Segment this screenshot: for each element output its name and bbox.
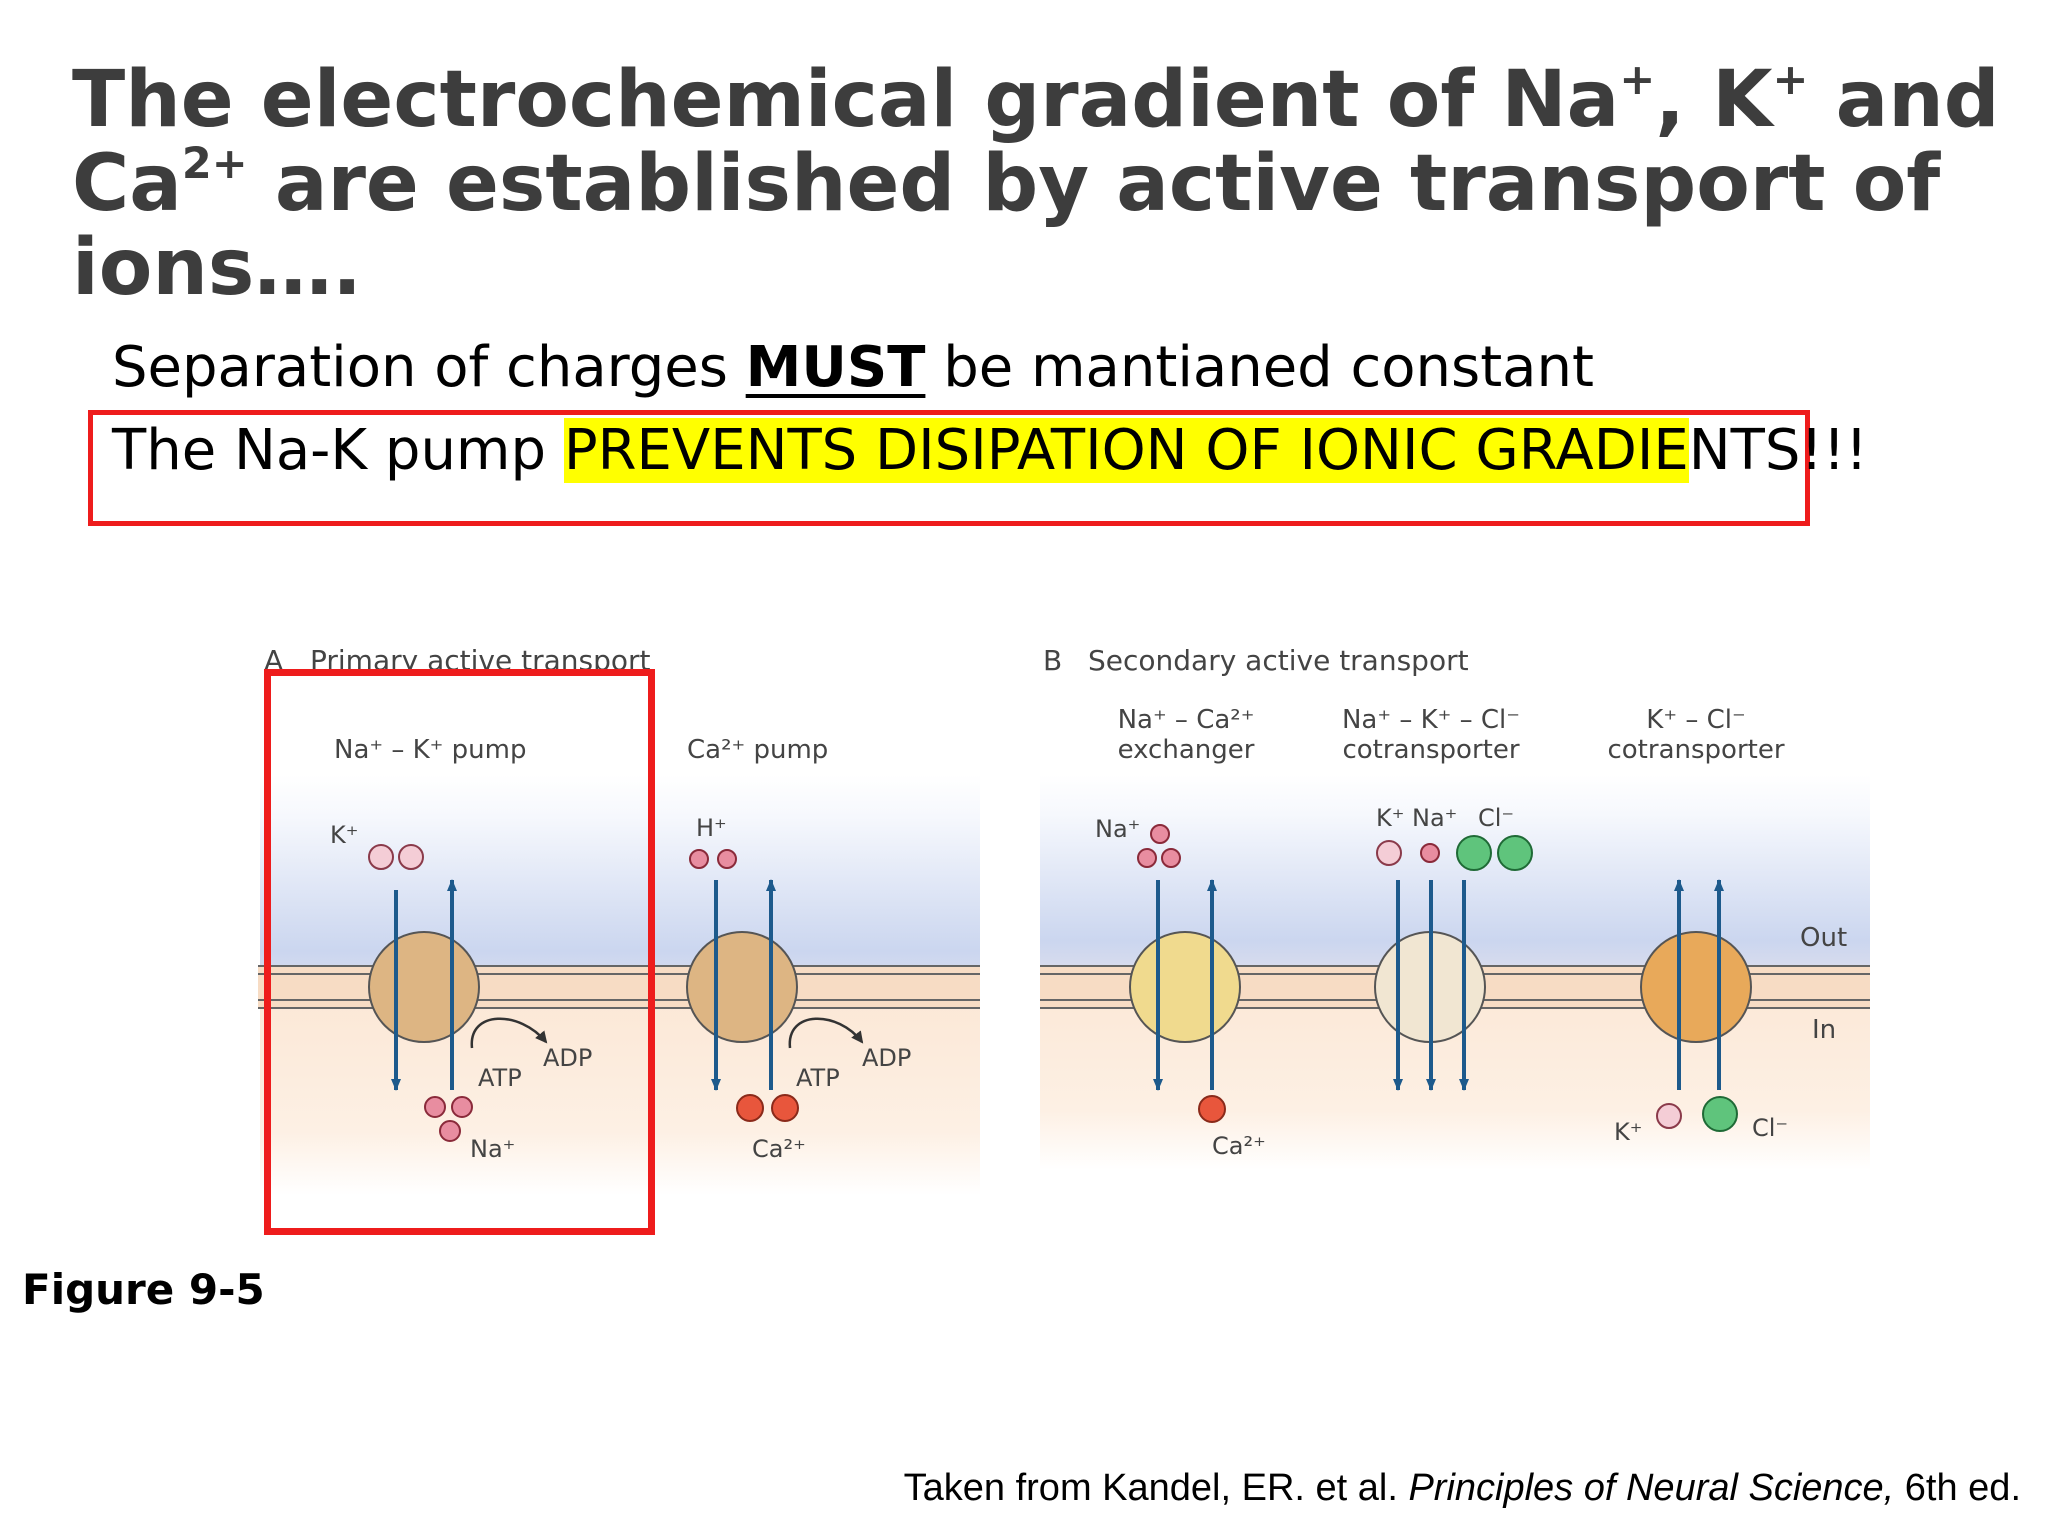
nak-adp-label: ADP — [543, 1044, 592, 1072]
na-ion — [1420, 843, 1440, 863]
book-title: Principles of Neural Science, — [1408, 1467, 1895, 1509]
k-ion — [1656, 1103, 1682, 1129]
ca-pump-protein — [686, 931, 798, 1043]
panel-b-title: Secondary active transport — [1088, 644, 1469, 677]
nkcc-k-ion-label: K⁺ — [1376, 804, 1404, 832]
exchanger-label-line2: exchanger — [1118, 735, 1255, 765]
exchanger-label-line1: Na⁺ – Ca²⁺ — [1118, 705, 1255, 735]
slide-title: The electrochemical gradient of Na+, K+ … — [72, 54, 2000, 313]
kcc-k-ion-label: K⁺ — [1614, 1118, 1642, 1146]
cl-ion — [1702, 1096, 1738, 1132]
na-ion — [451, 1096, 473, 1118]
ca-pump-ca-ion-label: Ca²⁺ — [752, 1135, 806, 1163]
cl-ion — [1497, 835, 1533, 871]
kcc-label-line1: K⁺ – Cl⁻ — [1646, 705, 1745, 735]
ca-ion — [771, 1094, 799, 1122]
h-ion — [717, 849, 737, 869]
must-emphasis: MUST — [745, 335, 926, 400]
k-ion — [398, 844, 424, 870]
ca-ion — [1198, 1095, 1226, 1123]
nkcc-label-line2: cotransporter — [1342, 735, 1519, 765]
na-ion — [439, 1120, 461, 1142]
in-label: In — [1812, 1015, 1836, 1045]
na-ion — [1161, 848, 1181, 868]
statement-highlight-box — [88, 410, 1810, 526]
na-ion — [1150, 824, 1170, 844]
ca-pump-h-ion-label: H⁺ — [696, 814, 727, 842]
ca-pump-label: Ca²⁺ pump — [687, 735, 828, 765]
citation: Taken from Kandel, ER. et al. Principles… — [903, 1467, 2021, 1509]
highlighted-text: PREVENTS DISIPATION OF IONIC GRADIE — [563, 418, 1689, 483]
ca-pump-adp-label: ADP — [862, 1044, 911, 1072]
ca-pump-atp-label: ATP — [796, 1064, 840, 1092]
nak-atp-label: ATP — [478, 1064, 522, 1092]
exchanger-ca-ion-label: Ca²⁺ — [1212, 1132, 1266, 1160]
kcc-cl-ion-label: Cl⁻ — [1752, 1114, 1788, 1142]
nkcc-cl-ion-label: Cl⁻ — [1478, 804, 1514, 832]
nak-k-ion-label: K⁺ — [330, 821, 358, 849]
nak-pump-label: Na⁺ – K⁺ pump — [334, 735, 527, 765]
atp-hydrolysis-arrow — [788, 1017, 864, 1049]
kcc-label-line2: cotransporter — [1607, 735, 1784, 765]
ca-ion — [736, 1094, 764, 1122]
charge-separation-statement: Separation of charges MUST be mantianed … — [112, 335, 1594, 400]
cl-ion — [1456, 835, 1492, 871]
h-ion — [689, 849, 709, 869]
na-ion — [1137, 848, 1157, 868]
kcc-protein — [1640, 931, 1752, 1043]
k-ion — [368, 844, 394, 870]
na-ion — [424, 1096, 446, 1118]
nak-na-ion-label: Na⁺ — [470, 1135, 515, 1163]
nak-pump-highlight-box — [264, 669, 655, 1235]
atp-hydrolysis-arrow — [470, 1017, 548, 1049]
exchanger-na-ion-label: Na⁺ — [1095, 815, 1140, 843]
pump-statement: The Na-K pump PREVENTS DISIPATION OF ION… — [112, 418, 1868, 483]
exchanger-protein — [1129, 931, 1241, 1043]
panel-b-letter: B — [1043, 644, 1062, 677]
nkcc-label-line1: Na⁺ – K⁺ – Cl⁻ — [1342, 705, 1520, 735]
out-label: Out — [1800, 923, 1847, 953]
nkcc-na-ion-label: Na⁺ — [1412, 804, 1457, 832]
k-ion — [1376, 840, 1402, 866]
panel-a-letter: A — [264, 644, 283, 677]
figure-label: Figure 9-5 — [22, 1265, 265, 1314]
